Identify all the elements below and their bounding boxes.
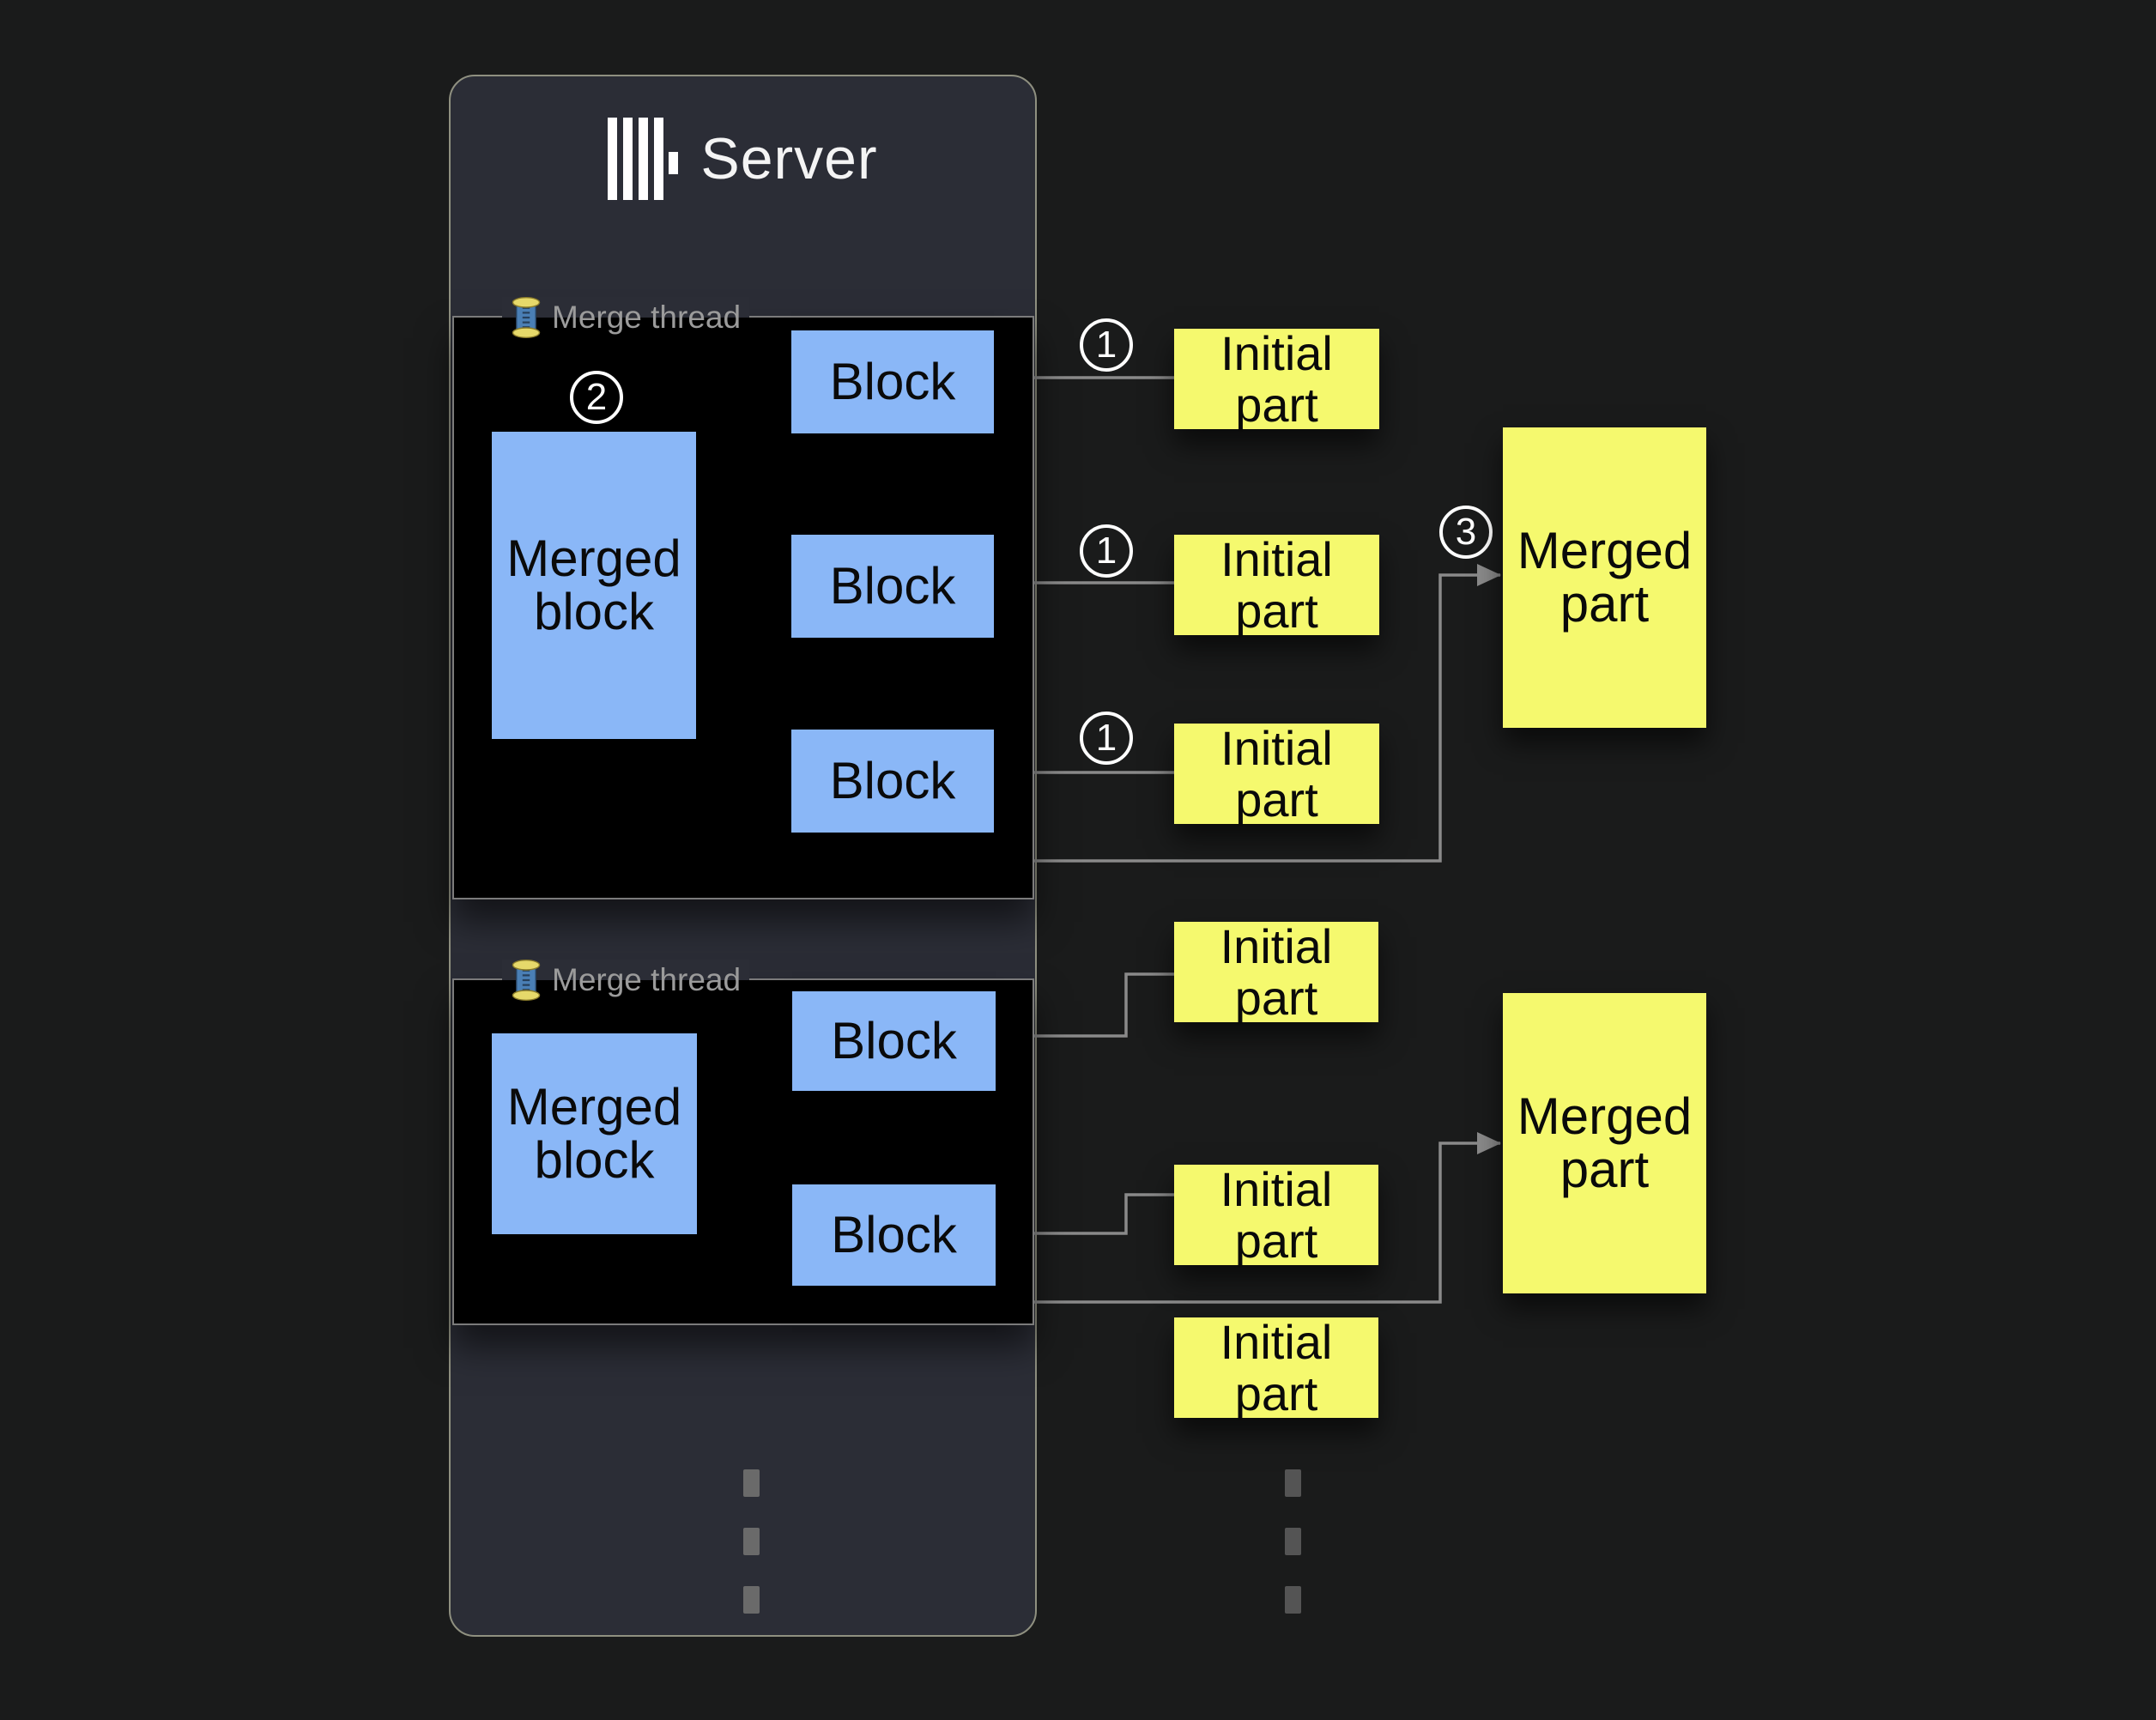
merge-thread-2-label: Merge thread	[502, 960, 750, 1001]
initial-part-1-3-label: Initial part	[1220, 720, 1333, 827]
block-2-2: Block	[792, 1184, 996, 1286]
thread-spool-icon	[512, 297, 541, 338]
initial-part-1-1: Initial part	[1174, 325, 1379, 432]
server-title: Server	[700, 126, 878, 191]
initial-part-2-1: Initial part	[1174, 918, 1378, 1025]
step-1-badge-b: 1	[1080, 524, 1133, 578]
server-header: Server	[449, 103, 1037, 215]
merged-part-2-label: Merged part	[1517, 1087, 1693, 1198]
step-1-number-b: 1	[1095, 530, 1117, 572]
block-2-2-label: Block	[831, 1206, 957, 1263]
initial-part-1-2: Initial part	[1174, 531, 1379, 638]
initial-part-1-3: Initial part	[1174, 720, 1379, 827]
block-1-1-label: Block	[829, 353, 956, 410]
step-1-number-a: 1	[1095, 324, 1117, 366]
thread-spool-icon	[512, 960, 541, 1001]
step-3-number: 3	[1455, 511, 1477, 553]
block-1-3-label: Block	[829, 752, 956, 809]
vertical-ellipsis-icon	[1285, 1469, 1301, 1614]
block-1-3: Block	[791, 730, 994, 833]
block-2-1: Block	[792, 991, 996, 1091]
merge-thread-1-label: Merge thread	[502, 297, 750, 338]
initial-part-1-2-label: Initial part	[1220, 531, 1333, 638]
step-3-badge: 3	[1439, 506, 1493, 559]
block-1-2-label: Block	[829, 557, 956, 615]
step-1-number-c: 1	[1095, 717, 1117, 759]
merged-part-1-label: Merged part	[1517, 522, 1693, 633]
merged-part-1: Merged part	[1503, 427, 1706, 728]
merged-block-1: Merged block	[492, 432, 696, 739]
initial-part-2-1-label: Initial part	[1220, 918, 1333, 1025]
merged-block-1-label: Merged block	[506, 530, 681, 640]
step-1-badge-c: 1	[1080, 712, 1133, 765]
initial-part-2-2: Initial part	[1174, 1161, 1378, 1268]
initial-part-2-3: Initial part	[1174, 1314, 1378, 1420]
block-1-2: Block	[791, 535, 994, 638]
clickhouse-logo-icon	[608, 118, 679, 200]
step-1-badge-a: 1	[1080, 318, 1133, 372]
step-2-badge: 2	[570, 371, 623, 424]
block-1-1: Block	[791, 330, 994, 433]
initial-part-2-3-label: Initial part	[1220, 1314, 1333, 1420]
initial-part-2-2-label: Initial part	[1220, 1161, 1333, 1268]
merged-part-2: Merged part	[1503, 993, 1706, 1293]
merged-block-2-label: Merged block	[506, 1078, 682, 1189]
step-2-number: 2	[585, 376, 608, 418]
merged-block-2: Merged block	[492, 1033, 697, 1234]
vertical-ellipsis-icon	[743, 1469, 760, 1614]
merge-thread-1-title: Merge thread	[552, 300, 742, 335]
merge-thread-2-title: Merge thread	[552, 962, 742, 997]
block-2-1-label: Block	[831, 1012, 957, 1069]
initial-part-1-1-label: Initial part	[1220, 325, 1333, 432]
